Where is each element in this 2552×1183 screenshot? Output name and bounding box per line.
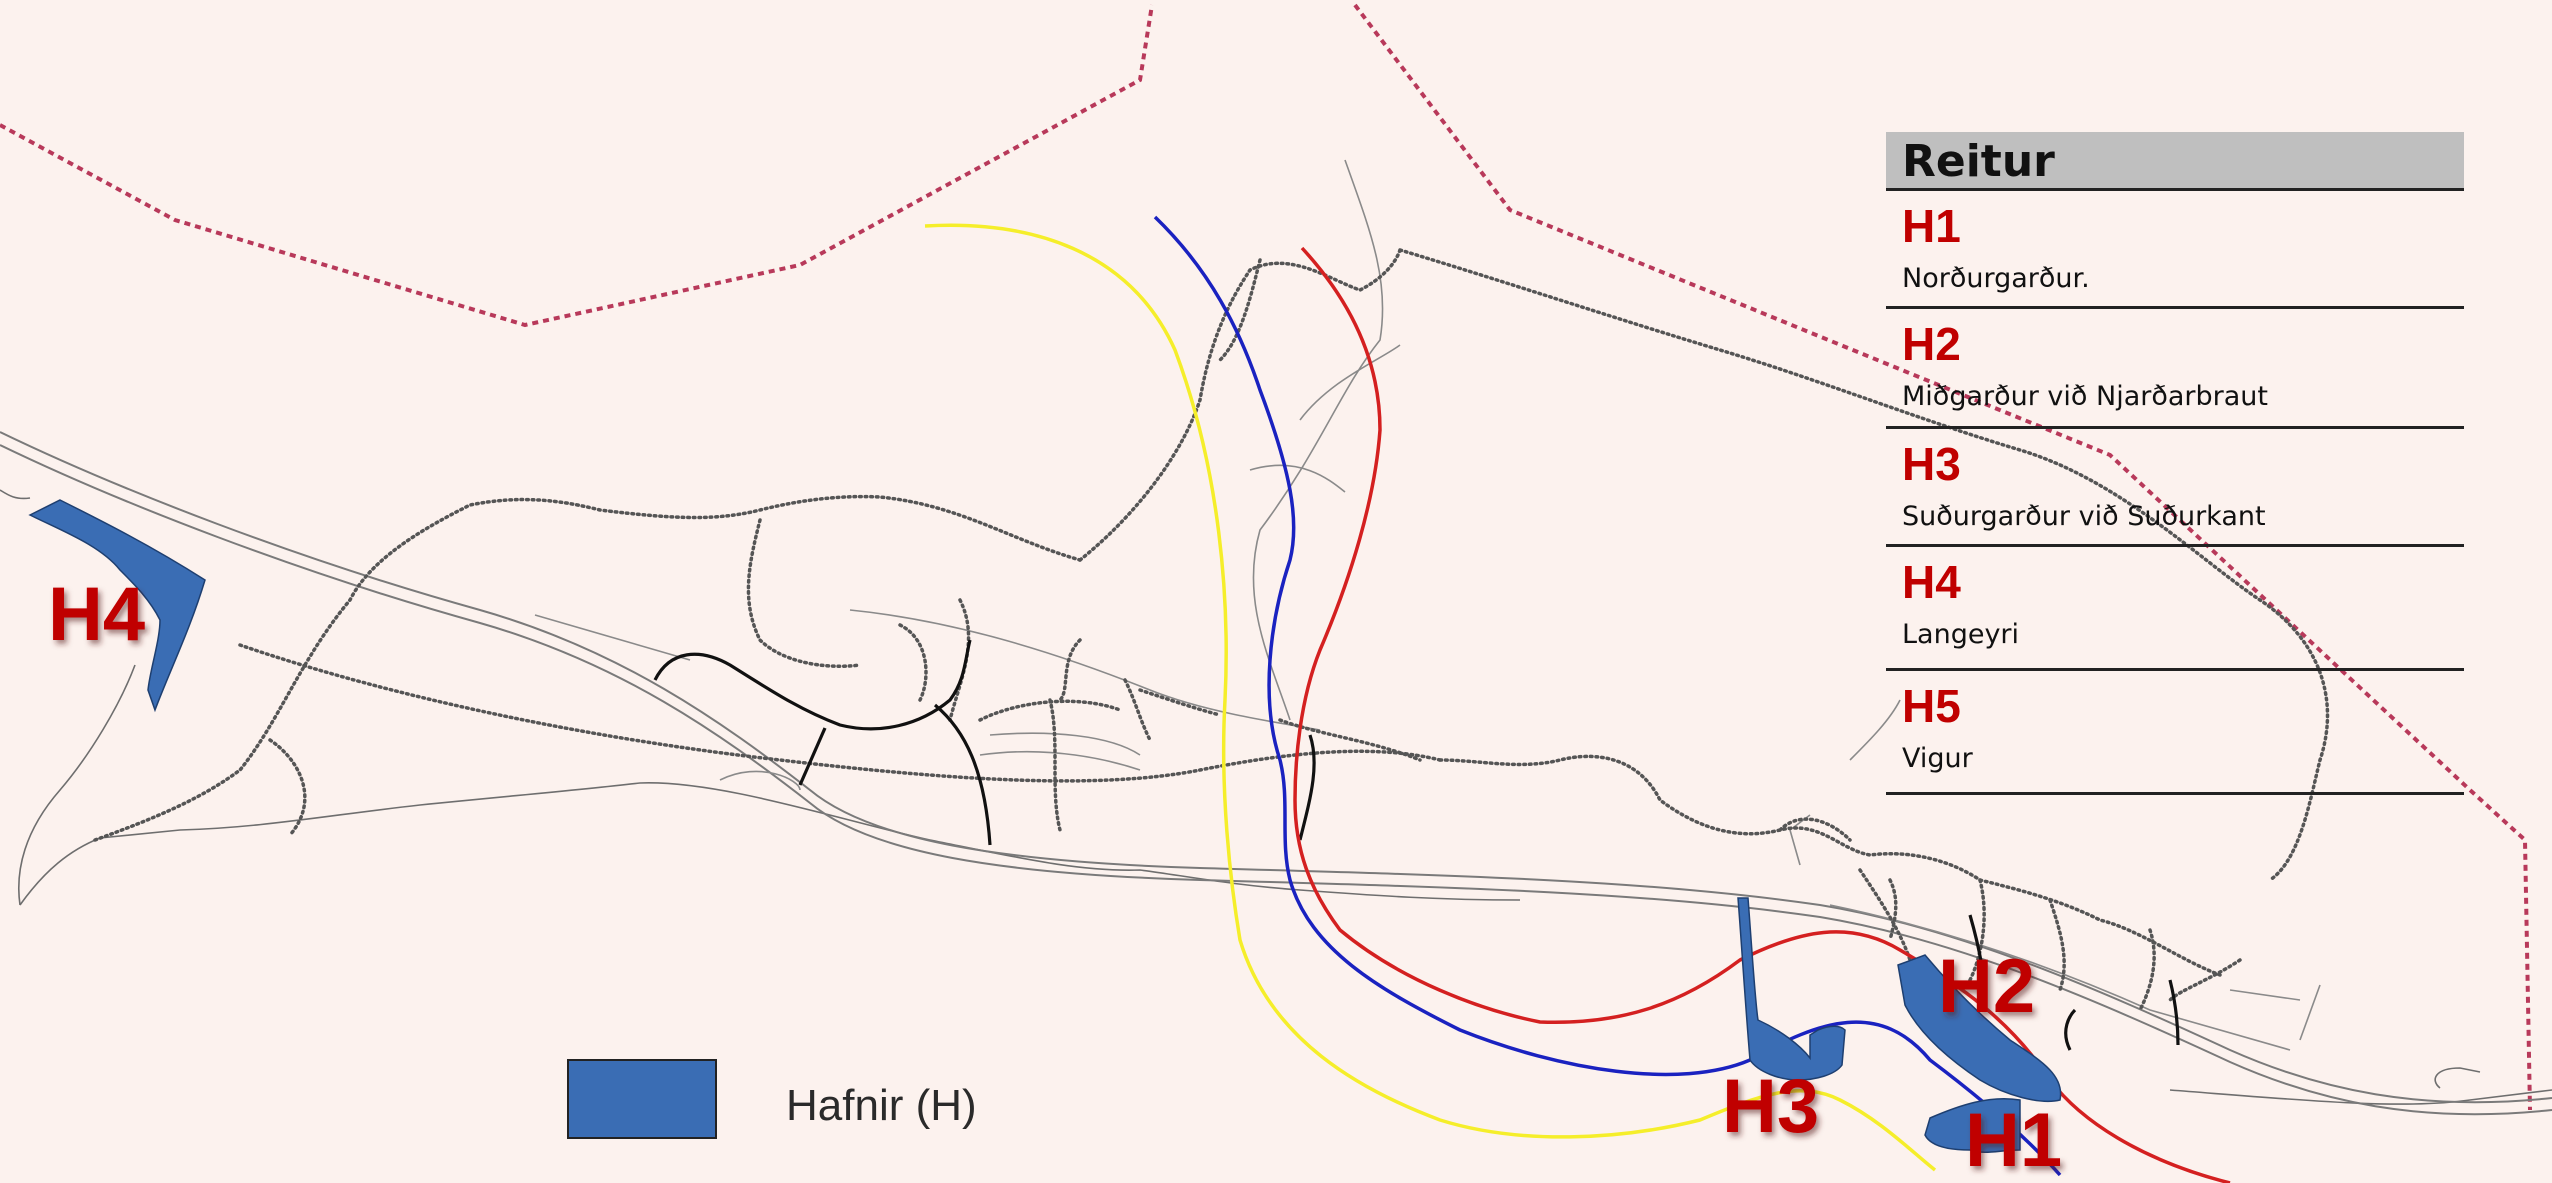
map-label-h1: H1 (1965, 1098, 2062, 1183)
reitur-name: Norðurgarður. (1902, 263, 2090, 294)
reitur-name: Miðgarður við Njarðarbraut (1902, 381, 2268, 412)
harbor-h2 (1897, 954, 2062, 1103)
minor-roads (534, 159, 2321, 1051)
trails (93, 248, 2330, 1012)
reitur-row-h5: H5 Vigur (1886, 671, 2464, 795)
map-label-h2: H2 (1938, 944, 2035, 1029)
blue-route (1153, 215, 2062, 1177)
reitur-table: Reitur H1 Norðurgarður. H2 Miðgarður við… (1886, 132, 2464, 795)
reitur-code: H3 (1902, 438, 1961, 490)
legend-swatch (567, 1059, 717, 1139)
legend-label: Hafnir (H) (786, 1081, 977, 1130)
harbor-areas (28, 499, 2062, 1153)
yellow-route (924, 223, 1937, 1172)
reitur-name: Suðurgarður við Suðurkant (1902, 501, 2266, 532)
reitur-row-h1: H1 Norðurgarður. (1886, 191, 2464, 309)
main-streets (653, 639, 2180, 1051)
reitur-code: H1 (1902, 200, 1961, 252)
map-label-h4: H4 (48, 572, 145, 657)
reitur-code: H5 (1902, 680, 1961, 732)
red-route (1293, 246, 2231, 1183)
reitur-name: Vigur (1902, 743, 1973, 774)
reitur-code: H4 (1902, 556, 1961, 608)
harbor-h1 (1924, 1097, 2021, 1153)
map-label-h3: H3 (1722, 1064, 1819, 1149)
harbor-h4 (28, 499, 206, 713)
main-road (0, 431, 2552, 1116)
reitur-code: H2 (1902, 318, 1961, 370)
reitur-row-h4: H4 Langeyri (1886, 547, 2464, 671)
reitur-table-header: Reitur (1886, 132, 2464, 191)
reitur-row-h2: H2 Miðgarður við Njarðarbraut (1886, 309, 2464, 429)
reitur-name: Langeyri (1902, 619, 2020, 650)
harbor-h3 (1737, 897, 1846, 1081)
municipal-boundary (0, 3, 2532, 1111)
reitur-row-h3: H3 Suðurgarður við Suðurkant (1886, 429, 2464, 547)
